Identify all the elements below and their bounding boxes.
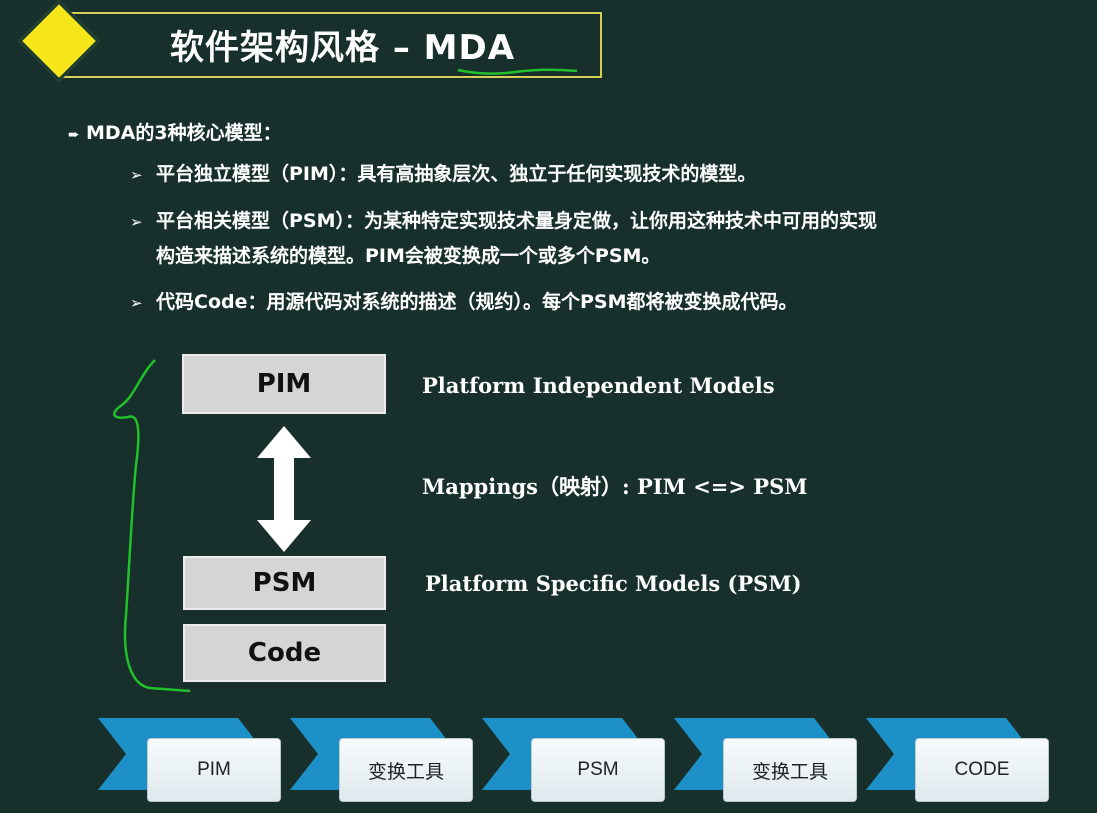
- psm-label: Platform Specific Models (PSM): [425, 571, 802, 596]
- main-bullet: ➨ MDA的3种核心模型：: [68, 118, 282, 145]
- list-item-text: 代码Code：用源代码对系统的描述（规约）。每个PSM都将被变换成代码。: [156, 291, 798, 313]
- arrow-bullet-icon: ➨: [68, 127, 80, 143]
- mapping-label: Mappings（映射）: PIM <=> PSM: [422, 474, 808, 499]
- annotation-underline: [457, 68, 578, 75]
- list-item-continuation: 构造来描述系统的模型。PIM会被变换成一个或多个PSM。: [156, 245, 661, 267]
- list-item: ➢ 平台相关模型（PSM）：为某种特定实现技术量身定做，让你用这种技术中可用的实现…: [130, 204, 877, 273]
- list-item: ➢ 平台独立模型（PIM）：具有高抽象层次、独立于任何实现技术的模型。: [130, 157, 756, 192]
- double-arrow-icon: [257, 426, 311, 552]
- list-item: ➢ 代码Code：用源代码对系统的描述（规约）。每个PSM都将被变换成代码。: [130, 285, 798, 320]
- main-bullet-text: MDA的3种核心模型：: [86, 122, 282, 144]
- list-item-text: 平台相关模型（PSM）：为某种特定实现技术量身定做，让你用这种技术中可用的实现: [156, 210, 878, 232]
- triangle-bullet-icon: ➢: [130, 213, 143, 231]
- page-title: 软件架构风格 – MDA: [170, 28, 516, 68]
- code-box: Code: [183, 624, 386, 682]
- annotation-brace: [113, 359, 191, 693]
- flow-step-psm: PSM: [531, 738, 665, 802]
- flow-step-transform-tool: 变换工具: [723, 738, 857, 802]
- flow-step-code: CODE: [915, 738, 1049, 802]
- pim-box: PIM: [182, 354, 386, 414]
- psm-box: PSM: [183, 556, 386, 610]
- flow-step-transform-tool: 变换工具: [339, 738, 473, 802]
- triangle-bullet-icon: ➢: [130, 294, 143, 312]
- list-item-text: 平台独立模型（PIM）：具有高抽象层次、独立于任何实现技术的模型。: [156, 163, 757, 185]
- flow-step-pim: PIM: [147, 738, 281, 802]
- pim-label: Platform Independent Models: [422, 373, 775, 398]
- triangle-bullet-icon: ➢: [130, 166, 143, 184]
